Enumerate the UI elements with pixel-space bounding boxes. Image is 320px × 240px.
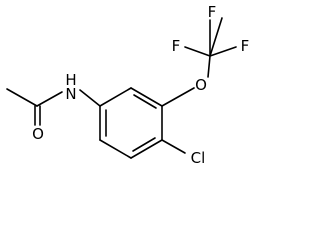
molecule-svg: H N O O Cl F F F — [6, 3, 249, 167]
ring-bond-2 — [130, 87, 163, 107]
bond-o-cf3 — [207, 55, 211, 78]
bond-ring-cl — [161, 139, 186, 154]
ring-bond-5 — [99, 139, 132, 159]
bond-cf-top — [209, 17, 223, 57]
bond-ring-o — [161, 87, 195, 107]
ring-bond-1 — [99, 87, 132, 107]
oxygen-ether-label: O — [195, 76, 207, 94]
atom-labels: H N O O Cl F F F — [32, 3, 249, 167]
atom-nitrogen: H N — [65, 71, 76, 103]
fluorine-left-label: F — [172, 37, 181, 55]
ring-bond-4 — [130, 139, 163, 159]
nitrogen-label: H — [65, 71, 76, 89]
fluorine-right-label: F — [241, 37, 250, 55]
chlorine-label: Cl — [191, 149, 206, 167]
nitrogen-symbol: N — [65, 85, 76, 103]
ring-double-2 — [132, 137, 156, 152]
bond-c-f-left — [184, 46, 211, 57]
ring-double-1 — [133, 94, 157, 109]
oxygen-carbonyl-label: O — [32, 125, 44, 143]
bond-carbonyl-n — [36, 91, 63, 107]
bond-n-ring — [79, 89, 101, 107]
structure-canvas: H N O O Cl F F F — [6, 3, 249, 167]
bond-methyl-carbonyl — [6, 88, 38, 107]
fluorine-top-label: F — [208, 3, 217, 21]
bonds — [6, 17, 237, 159]
bond-c-f-right — [209, 46, 237, 57]
